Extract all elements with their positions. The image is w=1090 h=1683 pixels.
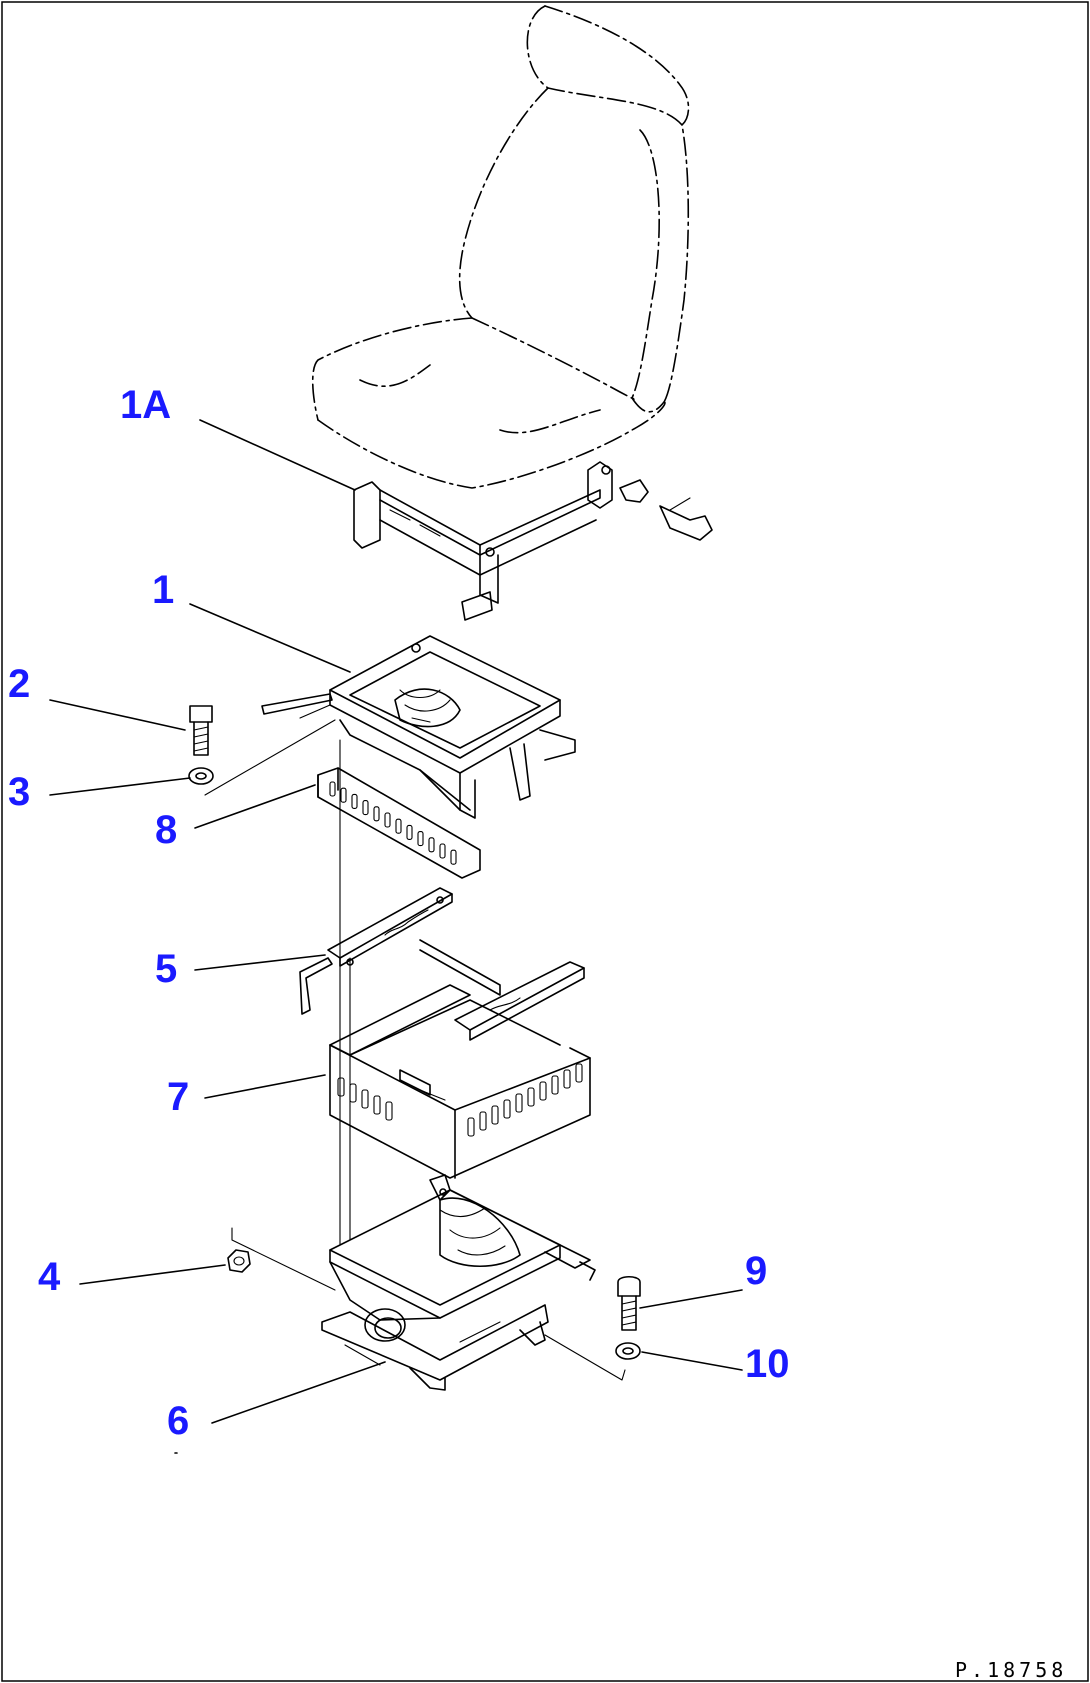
- assembly-centre-lines: [204, 719, 626, 1381]
- callout-labels: 1A 1 2 3 8 5 7 4 9 10 6: [8, 383, 790, 1443]
- part-4-nut: [227, 1249, 251, 1273]
- part-8-front-cover: [317, 767, 481, 879]
- callout-5: 5: [155, 947, 177, 991]
- callout-6: 6: [167, 1399, 189, 1443]
- part-10-washer: [615, 1342, 641, 1360]
- cover-slot: [428, 837, 435, 853]
- callout-1: 1: [152, 568, 174, 612]
- callout-7: 7: [167, 1075, 189, 1119]
- cover-slot: [491, 1105, 499, 1125]
- cover-slot: [417, 831, 424, 847]
- callout-2: 2: [8, 662, 30, 706]
- cover-slot: [527, 1087, 535, 1107]
- cover-slot: [349, 1083, 357, 1103]
- callout-10: 10: [745, 1342, 790, 1386]
- part-6-suspension-base: [321, 1174, 596, 1391]
- cover-slot: [563, 1069, 571, 1089]
- cover-slot: [373, 1095, 381, 1115]
- seat-slide-rails: [353, 461, 613, 621]
- cover-slot: [479, 1111, 487, 1131]
- cover-slot: [385, 1101, 393, 1121]
- cover-slot: [329, 781, 336, 797]
- cover-slot: [373, 806, 380, 822]
- cover-slot: [503, 1099, 511, 1119]
- cover-slot: [361, 1089, 369, 1109]
- part-1-seat-bracket: [261, 635, 576, 819]
- part-9-bolt: [617, 1275, 641, 1331]
- cover-slot: [340, 787, 347, 803]
- part-5-slide-rails: [299, 887, 585, 1041]
- cover-slot: [406, 824, 413, 840]
- cover-slot: [467, 1117, 475, 1137]
- cover-slot: [337, 1077, 345, 1097]
- cover-slot: [551, 1075, 559, 1095]
- cover-slot: [439, 843, 446, 859]
- cover-slot: [351, 793, 358, 809]
- cover-slot: [539, 1081, 547, 1101]
- cover-slot: [515, 1093, 523, 1113]
- callout-8: 8: [155, 808, 177, 852]
- part-7-lower-cover: [329, 984, 591, 1179]
- cover-slot: [362, 800, 369, 816]
- cover-slot: [384, 812, 391, 828]
- drawing-code: P.18758: [955, 1658, 1067, 1682]
- cover-slot: [450, 849, 457, 865]
- seat-cushion-and-backrest: [311, 5, 690, 489]
- callout-3: 3: [8, 770, 30, 814]
- cover-slot: [575, 1063, 583, 1083]
- cover-slot: [395, 818, 402, 834]
- callout-9: 9: [745, 1249, 767, 1293]
- part-2-bolt: [189, 705, 213, 756]
- seat-adjust-knob: [619, 479, 713, 541]
- callout-4: 4: [38, 1255, 61, 1299]
- leader-lines: [49, 419, 743, 1454]
- part-3-washer: [188, 767, 214, 785]
- callout-1a: 1A: [120, 383, 171, 427]
